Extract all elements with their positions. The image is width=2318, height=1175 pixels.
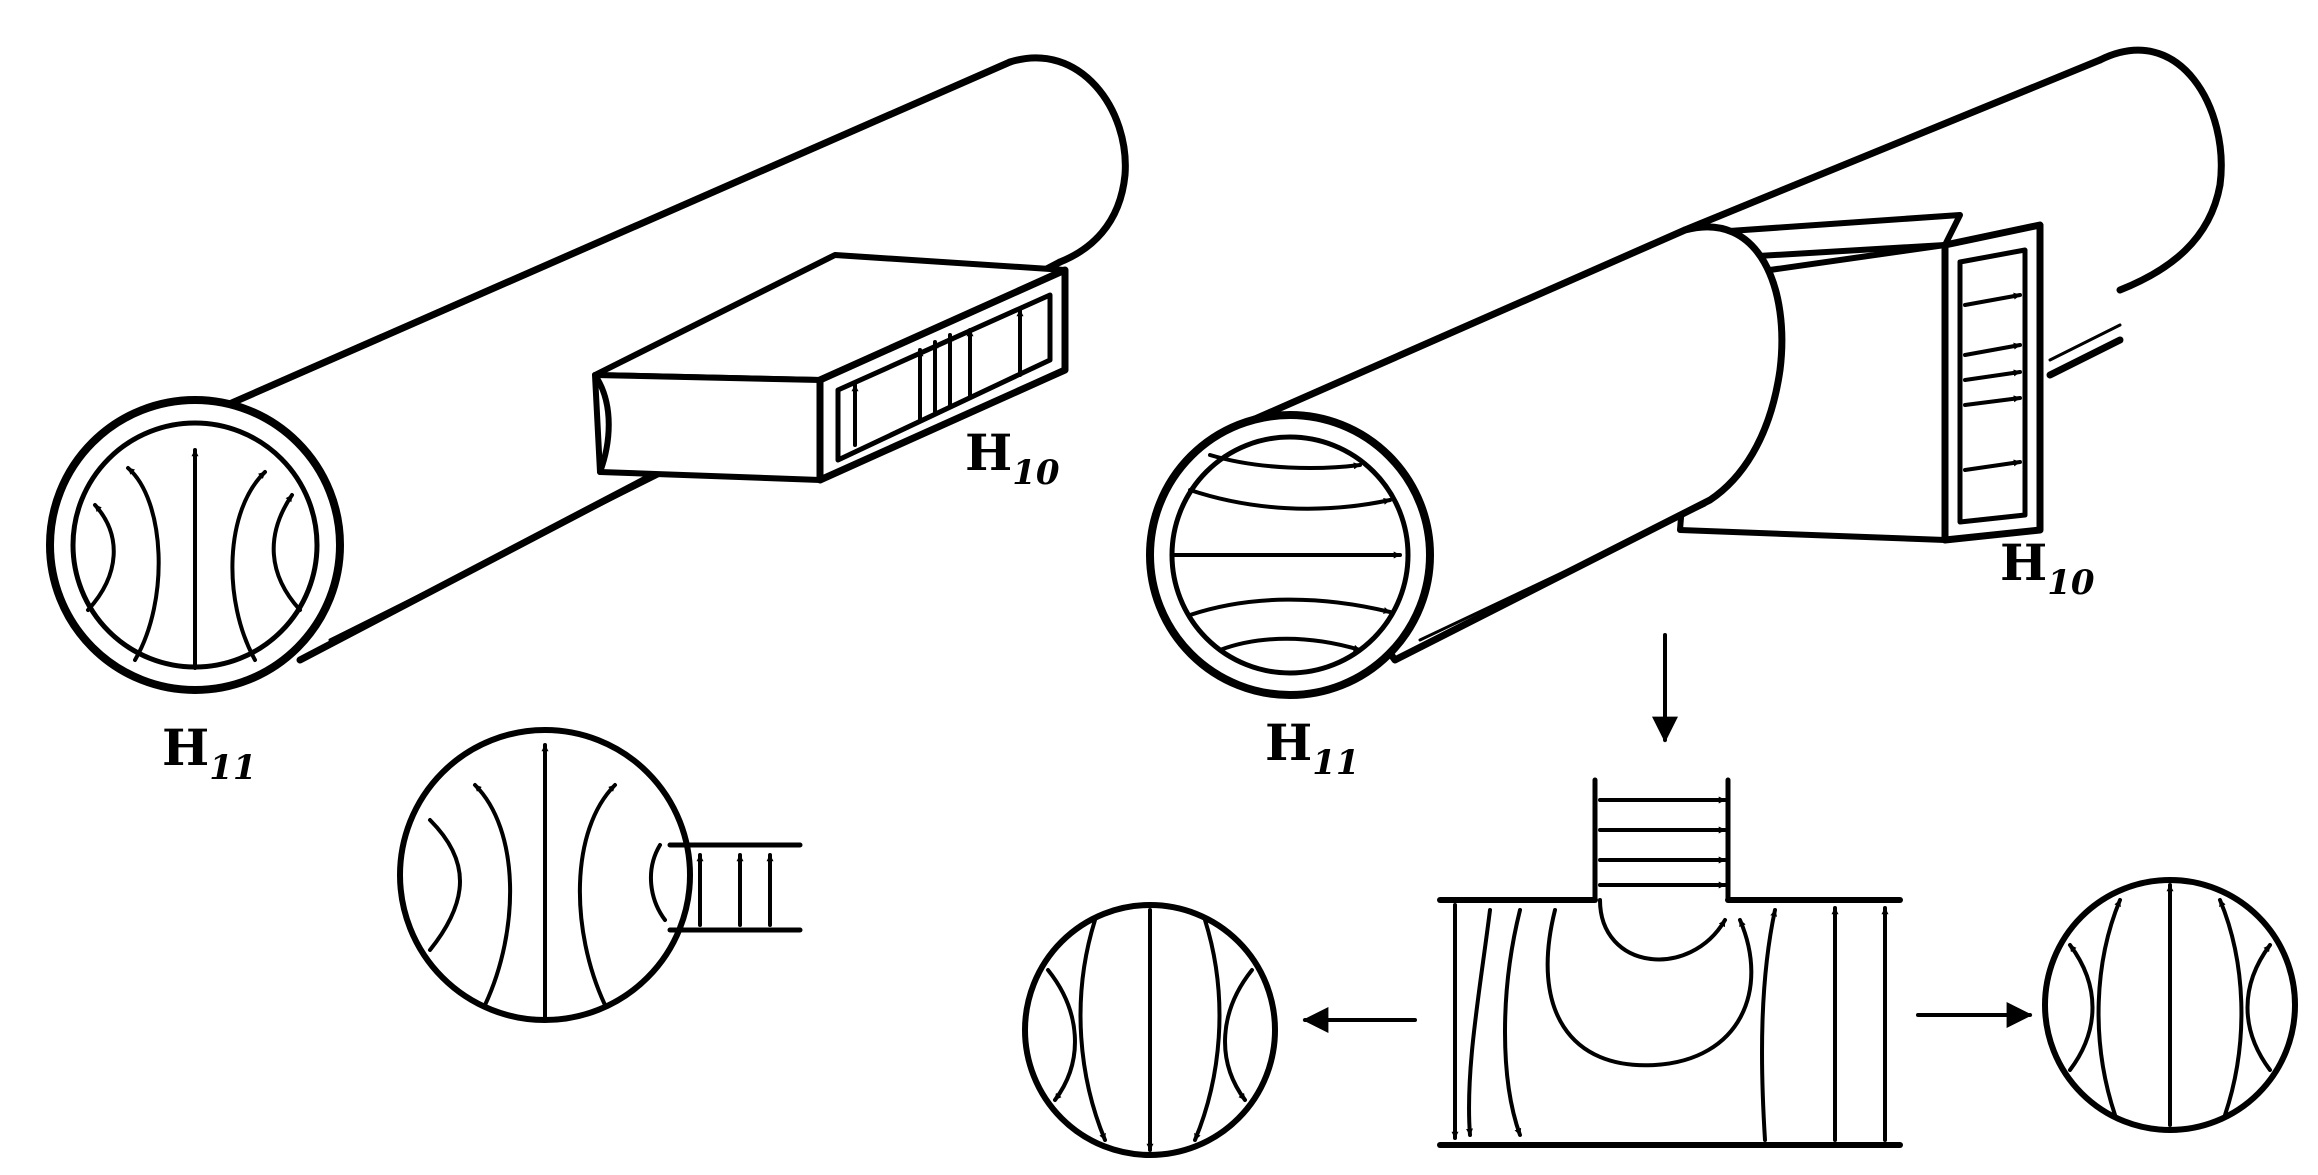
field-line bbox=[1466, 908, 1492, 1137]
right-cross-section bbox=[1302, 633, 2033, 1148]
field-line bbox=[2096, 898, 2122, 1117]
field-line bbox=[230, 470, 267, 662]
field-arrow bbox=[1963, 292, 2022, 307]
right-output-circle-left bbox=[1022, 902, 1278, 1158]
field-line bbox=[1760, 908, 1778, 1142]
label-right-rect-mode: H10 bbox=[2000, 533, 2095, 603]
field-line bbox=[1188, 488, 1392, 511]
field-arrow bbox=[1963, 369, 2022, 382]
field-line bbox=[2068, 943, 2095, 1072]
right-cylinder-highlight bbox=[2048, 323, 2122, 362]
field-line bbox=[1545, 908, 1754, 1068]
right-box-mouth-inner bbox=[1957, 247, 2028, 525]
left-box-side bbox=[592, 372, 823, 483]
field-line bbox=[1078, 918, 1107, 1142]
left-box-joint bbox=[592, 372, 612, 475]
field-line bbox=[86, 503, 116, 612]
label-left-rect-mode: H10 bbox=[965, 423, 1060, 493]
field-line bbox=[1598, 898, 1727, 962]
field-line bbox=[126, 466, 161, 662]
right-output-circle-right bbox=[2042, 877, 2298, 1133]
field-line bbox=[473, 783, 513, 1007]
left-rect-waveguide bbox=[592, 252, 1069, 484]
right-box-field-arrows bbox=[1963, 292, 2022, 472]
field-line bbox=[1503, 908, 1522, 1137]
right-cylinder-far-end bbox=[2096, 46, 2225, 294]
field-line bbox=[428, 818, 462, 952]
field-line bbox=[1046, 968, 1077, 1102]
field-line bbox=[1218, 636, 1362, 652]
field-arrow bbox=[1963, 395, 2022, 407]
right-cylinder-bottom-edge bbox=[2046, 336, 2124, 379]
left-assembly: H11 H10 bbox=[46, 54, 1129, 788]
right-front-cylinder-highlight bbox=[1418, 503, 1707, 642]
label-left-circular-mode: H11 bbox=[162, 718, 257, 788]
field-line bbox=[271, 493, 302, 612]
field-line bbox=[2245, 943, 2272, 1072]
field-line bbox=[2218, 898, 2244, 1117]
field-line bbox=[648, 843, 667, 922]
right-cylinder-top-edge bbox=[1681, 56, 2104, 234]
field-line bbox=[577, 783, 617, 1007]
field-arrow bbox=[1963, 342, 2022, 357]
left-cylinder-far-end bbox=[1006, 54, 1129, 266]
field-line bbox=[1208, 453, 1362, 470]
field-arrow bbox=[1963, 459, 2022, 472]
field-line bbox=[1188, 597, 1392, 617]
left-cylinder-top-edge bbox=[166, 58, 1014, 434]
field-line bbox=[1193, 918, 1222, 1142]
left-box-field-arrows bbox=[851, 308, 1024, 447]
right-assembly: H11 H10 bbox=[1146, 46, 2225, 783]
right-circular-mouth bbox=[1146, 411, 1434, 699]
field-line bbox=[1223, 968, 1254, 1102]
left-cross-section bbox=[397, 727, 803, 1023]
left-box-mouth bbox=[816, 266, 1069, 484]
left-box-mouth-inner bbox=[835, 292, 1053, 463]
left-circular-mouth bbox=[46, 396, 344, 694]
label-right-circular-mode: H11 bbox=[1265, 713, 1360, 783]
